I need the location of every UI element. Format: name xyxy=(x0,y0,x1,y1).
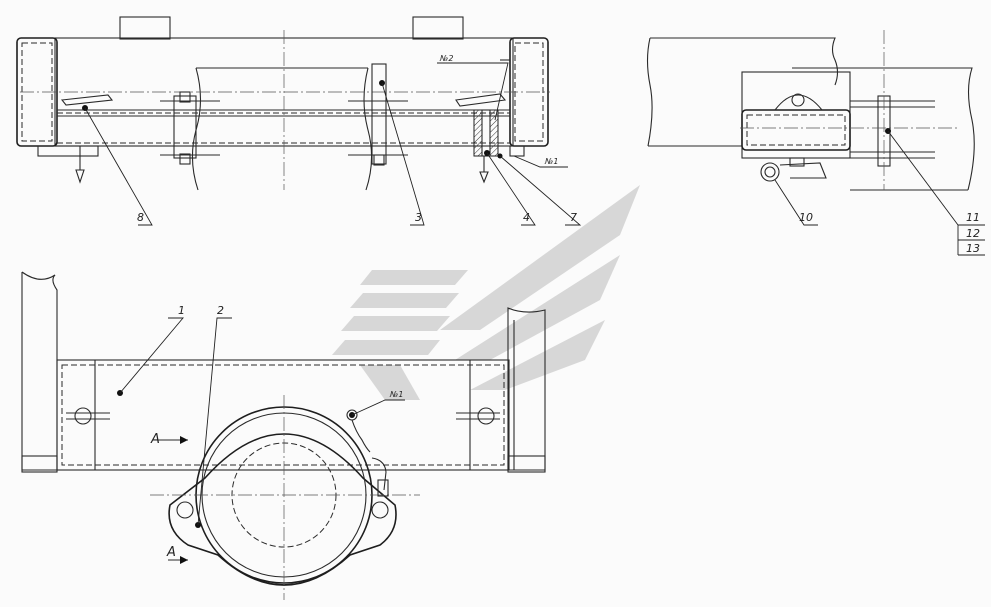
callout-4: 4 xyxy=(523,211,530,224)
callout-13: 13 xyxy=(966,242,980,255)
callout-8: 8 xyxy=(137,211,144,224)
callouts-top-left: 8 3 4 7 №2 №1 xyxy=(82,54,582,226)
callout-12: 12 xyxy=(966,227,980,240)
top-right-view xyxy=(646,30,975,191)
callouts-bottom: 1 2 №1 А А xyxy=(117,304,405,564)
top-left-view xyxy=(16,16,550,191)
callout-no1-bottom: №1 xyxy=(389,390,403,399)
callout-3: 3 xyxy=(415,211,422,224)
section-mark-lower: А xyxy=(166,545,176,560)
section-mark-upper: А xyxy=(150,432,160,447)
callout-2: 2 xyxy=(217,304,224,317)
callout-11: 11 xyxy=(966,211,980,224)
callout-no1-top: №1 xyxy=(544,157,558,166)
callout-7: 7 xyxy=(570,211,577,224)
winged-logo-watermark xyxy=(332,185,640,400)
callout-10: 10 xyxy=(799,211,813,224)
callout-1: 1 xyxy=(178,304,185,317)
callout-no2-top: №2 xyxy=(439,54,453,63)
callouts-top-right: 10 11 12 13 xyxy=(774,128,985,256)
bottom-view xyxy=(21,271,546,600)
